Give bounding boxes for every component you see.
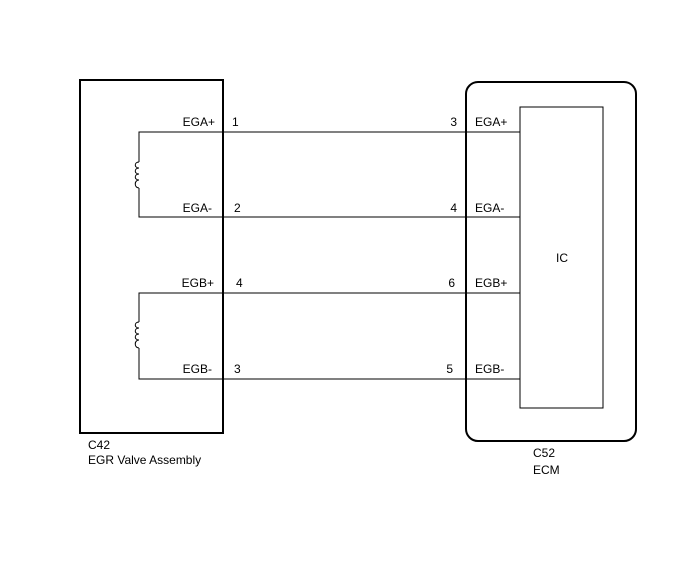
egr-pin-egb-plus: 4 [236,276,243,290]
coil-b-internal-wire [138,292,223,380]
egr-terminal-ega-plus-label: EGA+ [183,115,215,129]
coil-icon [134,161,140,189]
ecm-terminal-egb-minus-label: EGB- [475,362,504,376]
ic-box [519,106,604,409]
egr-pin-ega-minus: 2 [234,201,241,215]
ecm-pin-ega-plus: 3 [450,115,457,129]
egr-pin-egb-minus: 3 [234,362,241,376]
ecm-terminal-egb-plus-label: EGB+ [475,276,507,290]
ecm-pin-egb-plus: 6 [448,276,455,290]
ecm-terminal-ega-plus-label: EGA+ [475,115,507,129]
coil-icon [134,321,140,349]
ecm-pin-egb-minus: 5 [446,362,453,376]
ecm-pin-ega-minus: 4 [450,201,457,215]
ecm-component-name: ECM [533,463,560,477]
ecm-terminal-ega-minus-label: EGA- [475,201,504,215]
egr-valve-assembly-box [79,79,224,434]
egr-component-name: EGR Valve Assembly [88,453,201,467]
egr-terminal-egb-minus-label: EGB- [183,362,212,376]
egr-pin-ega-plus: 1 [232,115,239,129]
ecm-connector-code: C52 [533,446,555,460]
egr-terminal-egb-plus-label: EGB+ [182,276,214,290]
egr-connector-code: C42 [88,438,110,452]
coil-a-internal-wire [138,131,223,218]
egr-terminal-ega-minus-label: EGA- [183,201,212,215]
ic-label: IC [556,251,568,265]
